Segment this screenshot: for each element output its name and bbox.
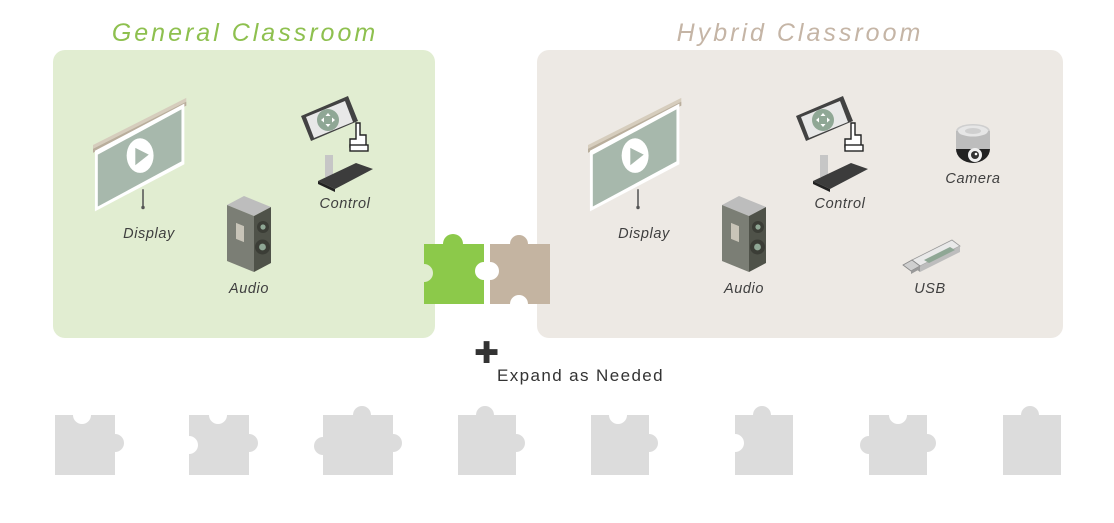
usb-icon bbox=[900, 238, 964, 278]
puzzle-piece-icon bbox=[490, 235, 550, 304]
expand-as-needed-text: Expand as Needed bbox=[497, 366, 665, 385]
puzzle-piece-icon bbox=[314, 406, 402, 475]
touch-panel-icon bbox=[298, 93, 378, 193]
puzzle-piece-icon bbox=[458, 406, 525, 475]
camera-label: Camera bbox=[945, 171, 1001, 187]
puzzle-piece-icon bbox=[189, 415, 259, 475]
puzzle-piece-icon bbox=[1003, 406, 1061, 475]
control-label: Control bbox=[814, 196, 866, 212]
puzzle-piece-icon bbox=[735, 406, 793, 475]
touch-panel-icon bbox=[793, 93, 873, 193]
control-label: Control bbox=[319, 196, 371, 212]
speaker-icon bbox=[719, 195, 769, 275]
puzzle-piece-icon bbox=[55, 415, 125, 475]
hybrid-classroom-panel bbox=[537, 50, 1063, 338]
display-label: Display bbox=[618, 226, 670, 242]
display-label: Display bbox=[123, 226, 175, 242]
puzzle-piece-icon bbox=[424, 234, 484, 304]
audio-label: Audio bbox=[228, 281, 270, 297]
hybrid-classroom-title: Hybrid Classroom bbox=[676, 19, 924, 47]
general-classroom-title: General Classroom bbox=[111, 19, 379, 47]
projector-screen-icon bbox=[88, 95, 198, 220]
speaker-icon bbox=[224, 195, 274, 275]
puzzle-piece-icon bbox=[591, 415, 659, 475]
projector-screen-icon bbox=[583, 95, 693, 220]
camera-icon bbox=[951, 120, 995, 170]
usb-label: USB bbox=[914, 281, 946, 297]
puzzle-piece-icon bbox=[860, 415, 937, 475]
plus-icon: ✚ bbox=[474, 336, 500, 371]
audio-label: Audio bbox=[723, 281, 765, 297]
